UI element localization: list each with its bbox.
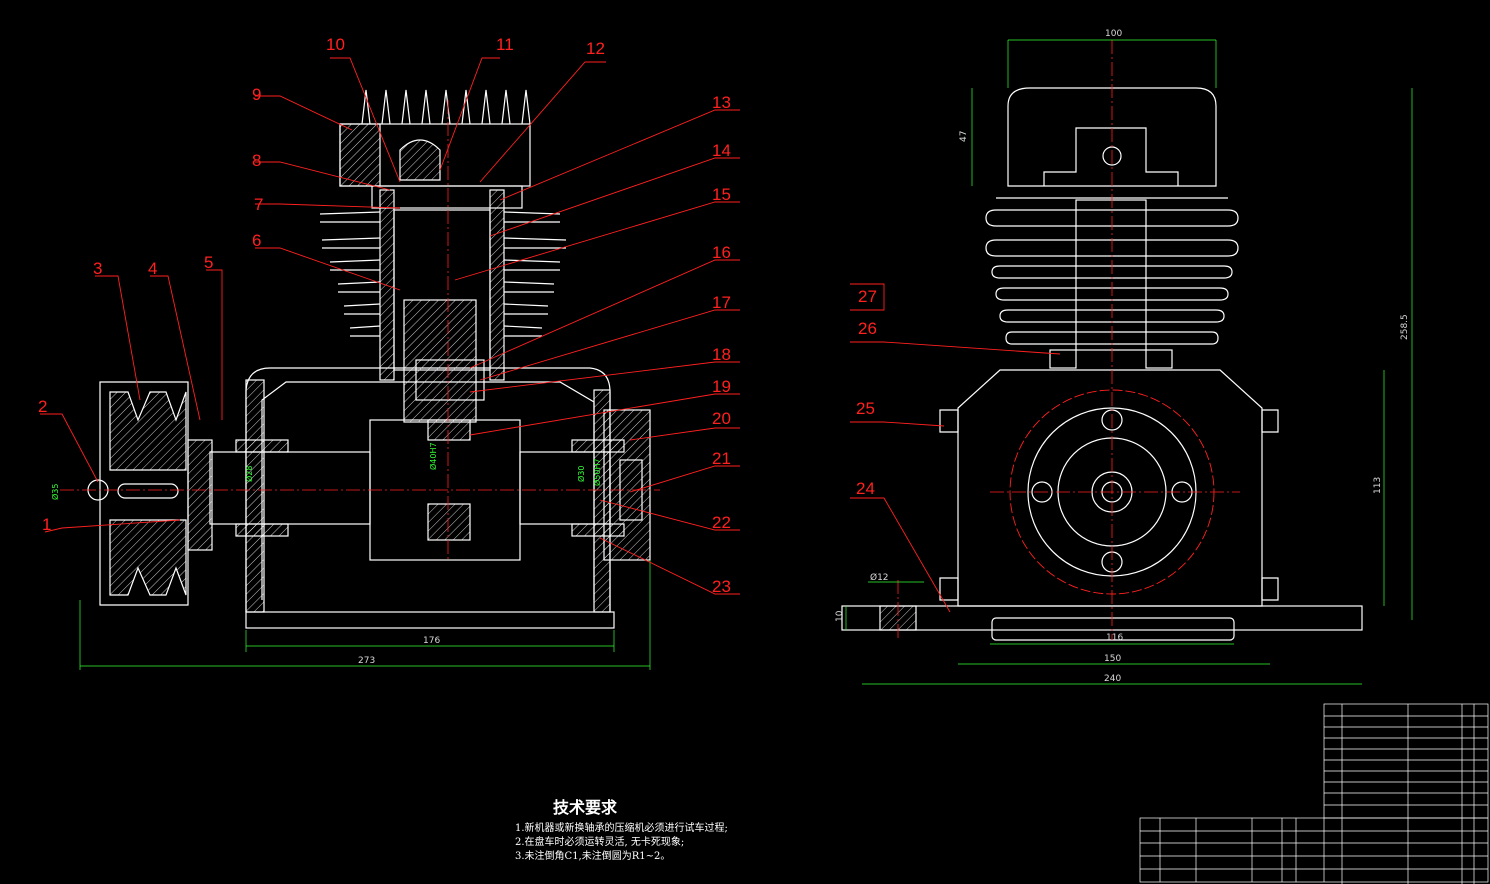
section-view [87, 89, 651, 629]
balloon-25: 25 [856, 399, 875, 418]
balloon-15: 15 [712, 185, 731, 204]
side-cylinder-core [1075, 199, 1147, 351]
discharge-valve [399, 139, 441, 181]
side-base [841, 605, 1363, 631]
balloon-labels-right: 27 26 25 24 [856, 287, 877, 498]
balloon-9: 9 [252, 85, 261, 104]
fit-b: Ø40H7 [428, 442, 438, 470]
balloon-17: 17 [712, 293, 731, 312]
balloon-6: 6 [252, 231, 261, 250]
side-view [841, 87, 1363, 641]
crankshaft-main [209, 451, 371, 525]
balloon-3: 3 [93, 259, 102, 278]
head-fins [361, 89, 531, 125]
piston-pin-boss [415, 359, 485, 401]
balloon-10: 10 [326, 35, 345, 54]
dimension-lines-left [79, 560, 651, 670]
balloon-19: 19 [712, 377, 731, 396]
dim-10: 10 [835, 610, 845, 622]
balloon-24: 24 [856, 479, 875, 498]
balloon-7: 7 [254, 195, 263, 214]
pulley-groove-top [109, 391, 187, 471]
dimension-lines-right [845, 39, 1413, 685]
side-crankcase [957, 369, 1263, 607]
base-plate [245, 611, 615, 629]
fit-e: Ø35 [50, 484, 60, 500]
dim-258-5: 258.5 [1400, 314, 1410, 340]
dim-273: 273 [358, 656, 375, 666]
dim-150: 150 [1104, 654, 1121, 664]
fit-a: Ø28 [244, 466, 254, 482]
balloon-16: 16 [712, 243, 731, 262]
balloon-27: 27 [858, 287, 877, 306]
pulley-groove-bottom [109, 519, 187, 596]
leaders-right [850, 283, 1061, 613]
side-head-boss [1043, 127, 1179, 186]
balloon-2: 2 [38, 397, 47, 416]
balloon-20: 20 [712, 409, 731, 428]
rod-big-end-bottom [427, 503, 471, 541]
side-head [1007, 87, 1217, 187]
cooling-fins [319, 211, 567, 337]
side-stud-right [1145, 349, 1173, 369]
balloon-13: 13 [712, 93, 731, 112]
side-bolts-bottom [939, 577, 1279, 601]
rod-big-end-top [427, 419, 471, 441]
connecting-rod [403, 299, 477, 423]
leaders-left [40, 57, 740, 595]
dim-47: 47 [959, 131, 969, 142]
dim-113: 113 [1373, 477, 1383, 494]
requirement-3: 3.未注倒角C1,未注倒圆为R1~2。 [515, 851, 671, 862]
requirement-1: 1.新机器或新换轴承的压缩机必须进行试车过程; [515, 823, 728, 834]
balloon-1: 1 [42, 515, 51, 534]
technical-requirements: 技术要求 1.新机器或新换轴承的压缩机必须进行试车过程; 2.在盘车时必须运转灵… [515, 794, 728, 864]
pulley [99, 381, 189, 606]
balloon-23: 23 [712, 577, 731, 596]
balloon-18: 18 [712, 345, 731, 364]
balloon-14: 14 [712, 141, 731, 160]
head-wall-left [339, 123, 381, 187]
fit-c: Ø30 [576, 466, 586, 482]
fit-d: Ø50H7 [592, 458, 602, 486]
dim-100: 100 [1105, 29, 1122, 39]
bearing-left-top [235, 439, 289, 453]
balloon-21: 21 [712, 449, 731, 468]
balloon-labels-left: 1 2 3 4 5 6 7 8 9 10 11 12 13 14 15 16 1… [38, 35, 731, 596]
end-cover [603, 409, 651, 561]
dim-176: 176 [423, 636, 440, 646]
bearing-left-bottom [235, 523, 289, 537]
cylinder-wall-right [489, 189, 505, 381]
dim-dia-12: Ø12 [870, 572, 889, 583]
side-base-recess [991, 617, 1235, 641]
balloon-11: 11 [496, 35, 514, 54]
side-bolts-top [939, 409, 1279, 433]
dim-116: 116 [1106, 633, 1123, 643]
centerlines-right [897, 40, 1240, 640]
technical-requirements-title: 技术要求 [553, 798, 618, 817]
centerlines-left [60, 100, 660, 560]
requirement-2: 2.在盘车时必须运转灵活, 无卡死现象; [515, 837, 685, 848]
crankcase-wall-left [245, 379, 265, 613]
balloon-8: 8 [252, 151, 261, 170]
balloon-5: 5 [204, 253, 213, 272]
title-block [1139, 703, 1489, 884]
dim-240: 240 [1104, 674, 1121, 684]
keyway [117, 483, 179, 499]
balloon-22: 22 [712, 513, 731, 532]
balloon-12: 12 [586, 39, 605, 58]
pulley-hub [187, 439, 213, 551]
balloon-4: 4 [148, 259, 157, 278]
balloon-26: 26 [858, 319, 877, 338]
side-stud-left [1049, 349, 1077, 369]
